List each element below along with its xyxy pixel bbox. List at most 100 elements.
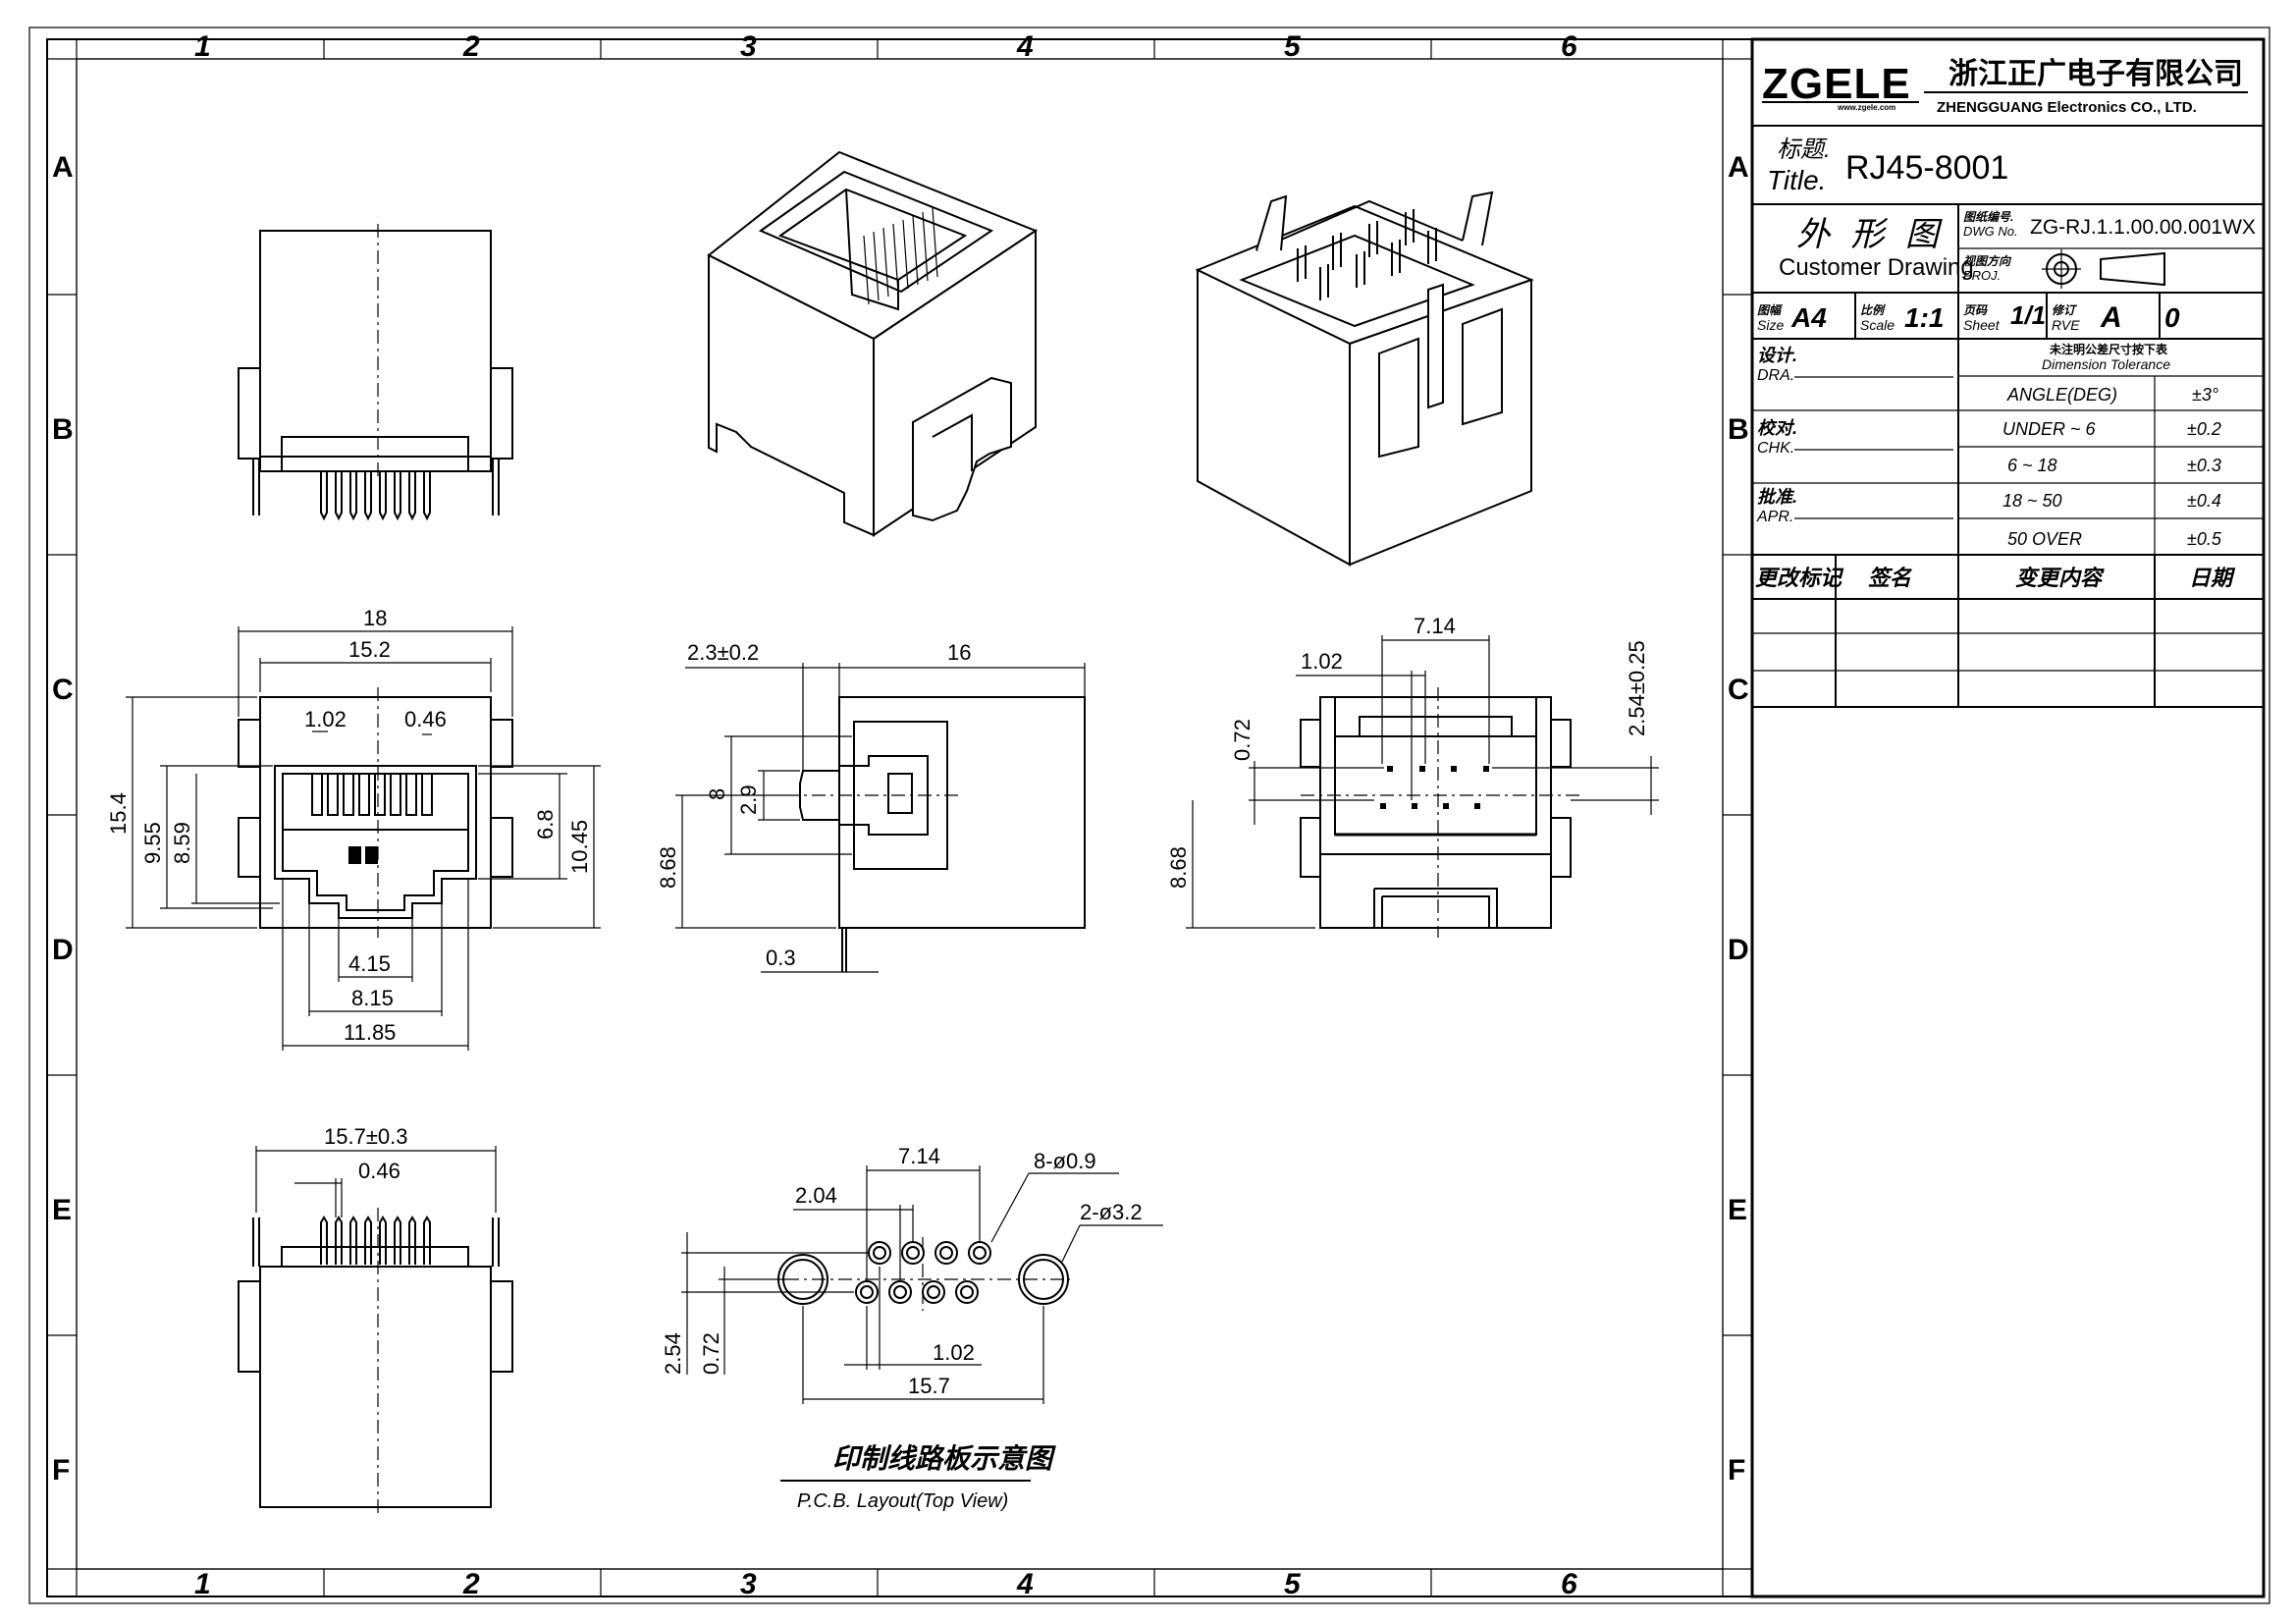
zone-row-f-right: F bbox=[1728, 1454, 1745, 1487]
tolerance-value-5: ±0.5 bbox=[2187, 529, 2222, 549]
iso-contacts bbox=[863, 207, 938, 305]
front-view-contacts bbox=[311, 773, 433, 816]
logo-text: ZGELE bbox=[1762, 60, 1911, 108]
tolerance-range-2: UNDER ~ 6 bbox=[2002, 419, 2097, 439]
dim-row-spacing-2-54: 2.54±0.25 bbox=[1625, 640, 1649, 736]
zone-col-1: 1 bbox=[194, 30, 211, 63]
sheet-value: 1/1 bbox=[2010, 300, 2046, 330]
pcb-dim-8-holes: 8-ø0.9 bbox=[1034, 1149, 1096, 1173]
tolerance-range-4: 18 ~ 50 bbox=[2002, 491, 2062, 511]
pcb-dim-2-04: 2.04 bbox=[795, 1183, 837, 1208]
dim-pitch-1-02-rear: 1.02 bbox=[1301, 649, 1343, 674]
zone-col-3: 3 bbox=[740, 30, 757, 63]
proj-label-cn: 视图方向 bbox=[1963, 254, 2012, 268]
dim-height-9-55: 9.55 bbox=[140, 822, 165, 864]
rear-view bbox=[1300, 687, 1580, 938]
tolerance-range-1: ANGLE(DEG) bbox=[2006, 385, 2117, 405]
tolerance-value-4: ±0.4 bbox=[2187, 491, 2221, 511]
logo-url: www.zgele.com bbox=[1837, 103, 1896, 112]
pcb-caption-en: P.C.B. Layout(Top View) bbox=[797, 1490, 1008, 1512]
company-logo: ZGELE www.zgele.com bbox=[1762, 60, 1919, 112]
bottom-view-dimensions: 15.7±0.3 0.46 bbox=[255, 1124, 497, 1217]
dim-offset-2-3: 2.3±0.2 bbox=[687, 640, 759, 665]
zone-col-6-bottom: 6 bbox=[1561, 1568, 1577, 1600]
dwg-no-label-cn: 图纸编号. bbox=[1963, 210, 2013, 224]
scale-value: 1:1 bbox=[1904, 302, 1944, 333]
top-view-pins bbox=[320, 471, 431, 521]
zone-row-d-right: D bbox=[1728, 934, 1749, 966]
side-view-dimensions: 2.3±0.2 16 8 2.9 8.68 0.3 bbox=[656, 640, 1086, 973]
dim-height-8: 8 bbox=[705, 788, 729, 800]
zone-row-b-right: B bbox=[1728, 413, 1749, 446]
change-header-mark: 更改标记 bbox=[1755, 566, 1844, 590]
pcb-dim-1-02: 1.02 bbox=[933, 1340, 975, 1365]
dim-height-6-8: 6.8 bbox=[533, 809, 558, 839]
tolerance-range-5: 50 OVER bbox=[2007, 529, 2082, 549]
pcb-dim-15-7: 15.7 bbox=[908, 1374, 950, 1398]
tolerance-header-cn: 未注明公差尺寸按下表 bbox=[2049, 342, 2168, 356]
dwg-no-value: ZG-RJ.1.1.00.00.001WX bbox=[2030, 216, 2256, 239]
isometric-front-view bbox=[707, 150, 1039, 537]
rve-number: 0 bbox=[2164, 302, 2180, 333]
change-header-sign: 签名 bbox=[1868, 566, 1913, 590]
pcb-dim-2-holes: 2-ø3.2 bbox=[1080, 1200, 1143, 1224]
zone-column-labels-bottom: 1 2 3 4 5 6 bbox=[194, 1568, 1577, 1600]
dim-height-10-45: 10.45 bbox=[567, 820, 592, 874]
front-view-dimensions: 18 15.2 1.02 0.46 15.4 9.55 8.59 6.8 10.… bbox=[106, 606, 601, 1051]
dim-pin-span-15-7: 15.7±0.3 bbox=[324, 1124, 407, 1149]
dim-pin-span-7-14: 7.14 bbox=[1414, 614, 1456, 638]
size-label-cn: 图幅 bbox=[1757, 303, 1784, 317]
title-label-en: Title. bbox=[1767, 165, 1826, 195]
tolerance-value-3: ±0.3 bbox=[2187, 456, 2221, 475]
dim-pin-0-46: 0.46 bbox=[404, 707, 447, 731]
rve-label-en: RVE bbox=[2052, 317, 2080, 333]
dim-height-8-68-rear: 8.68 bbox=[1166, 846, 1191, 889]
zone-col-4-bottom: 4 bbox=[1016, 1568, 1034, 1600]
dim-slot-4-15: 4.15 bbox=[348, 951, 391, 976]
dim-height-8-59: 8.59 bbox=[170, 822, 194, 864]
chk-label-en: CHK. bbox=[1757, 440, 1794, 457]
change-header-content: 变更内容 bbox=[2015, 566, 2105, 590]
dim-width-18: 18 bbox=[363, 606, 387, 630]
size-value: A4 bbox=[1790, 302, 1827, 333]
tolerance-value-1: ±3° bbox=[2192, 385, 2218, 405]
led-window-right bbox=[365, 846, 378, 864]
dim-width-15-2: 15.2 bbox=[348, 637, 391, 662]
rve-label-cn: 修订 bbox=[2052, 303, 2078, 317]
rear-view-pin-dots bbox=[1380, 766, 1489, 809]
zone-row-c: C bbox=[52, 674, 74, 706]
pcb-dimensions: 7.14 8-ø0.9 2.04 2-ø3.2 2.54 0.72 1.02 1… bbox=[661, 1144, 1163, 1404]
zone-row-labels-left: A B C D E F bbox=[52, 151, 74, 1487]
tolerance-value-2: ±0.2 bbox=[2187, 419, 2221, 439]
zone-row-b: B bbox=[52, 413, 74, 446]
dim-opening-11-85: 11.85 bbox=[344, 1020, 396, 1045]
zone-col-2-bottom: 2 bbox=[462, 1568, 480, 1600]
company-name-en: ZHENGGUANG Electronics CO., LTD. bbox=[1937, 99, 2197, 116]
bottom-view-pins bbox=[320, 1216, 431, 1265]
isometric-back-view bbox=[1195, 190, 1534, 567]
dim-height-8-68: 8.68 bbox=[656, 846, 680, 889]
zone-column-labels-top: 1 2 3 4 5 6 bbox=[194, 30, 1577, 63]
pcb-caption-cn: 印制线路板示意图 bbox=[832, 1443, 1056, 1474]
zone-row-a: A bbox=[52, 151, 74, 184]
dim-height-15-4: 15.4 bbox=[106, 792, 131, 835]
tolerance-table: ANGLE(DEG) ±3° UNDER ~ 6 ±0.2 6 ~ 18 ±0.… bbox=[2002, 385, 2222, 549]
dim-latch-2-9: 2.9 bbox=[736, 784, 761, 815]
dim-length-16: 16 bbox=[947, 640, 971, 665]
dim-pitch-1-02: 1.02 bbox=[304, 707, 347, 731]
zone-col-5-bottom: 5 bbox=[1284, 1568, 1302, 1600]
zone-row-c-right: C bbox=[1728, 674, 1749, 706]
scale-label-en: Scale bbox=[1860, 317, 1895, 333]
zone-row-e: E bbox=[52, 1194, 72, 1226]
title-value: RJ45-8001 bbox=[1845, 149, 2008, 187]
rear-view-dimensions: 7.14 1.02 0.72 2.54±0.25 8.68 bbox=[1166, 614, 1659, 929]
size-label-en: Size bbox=[1757, 317, 1784, 333]
first-angle-projection-icon bbox=[2042, 249, 2165, 289]
zone-col-2: 2 bbox=[462, 30, 480, 63]
scale-label-cn: 比例 bbox=[1860, 303, 1886, 317]
change-header-date: 日期 bbox=[2189, 566, 2236, 590]
outer-border bbox=[28, 27, 2270, 1604]
dim-slot-8-15: 8.15 bbox=[351, 986, 394, 1010]
iso-back-pins bbox=[1297, 209, 1437, 300]
apr-label-en: APR. bbox=[1756, 509, 1793, 525]
